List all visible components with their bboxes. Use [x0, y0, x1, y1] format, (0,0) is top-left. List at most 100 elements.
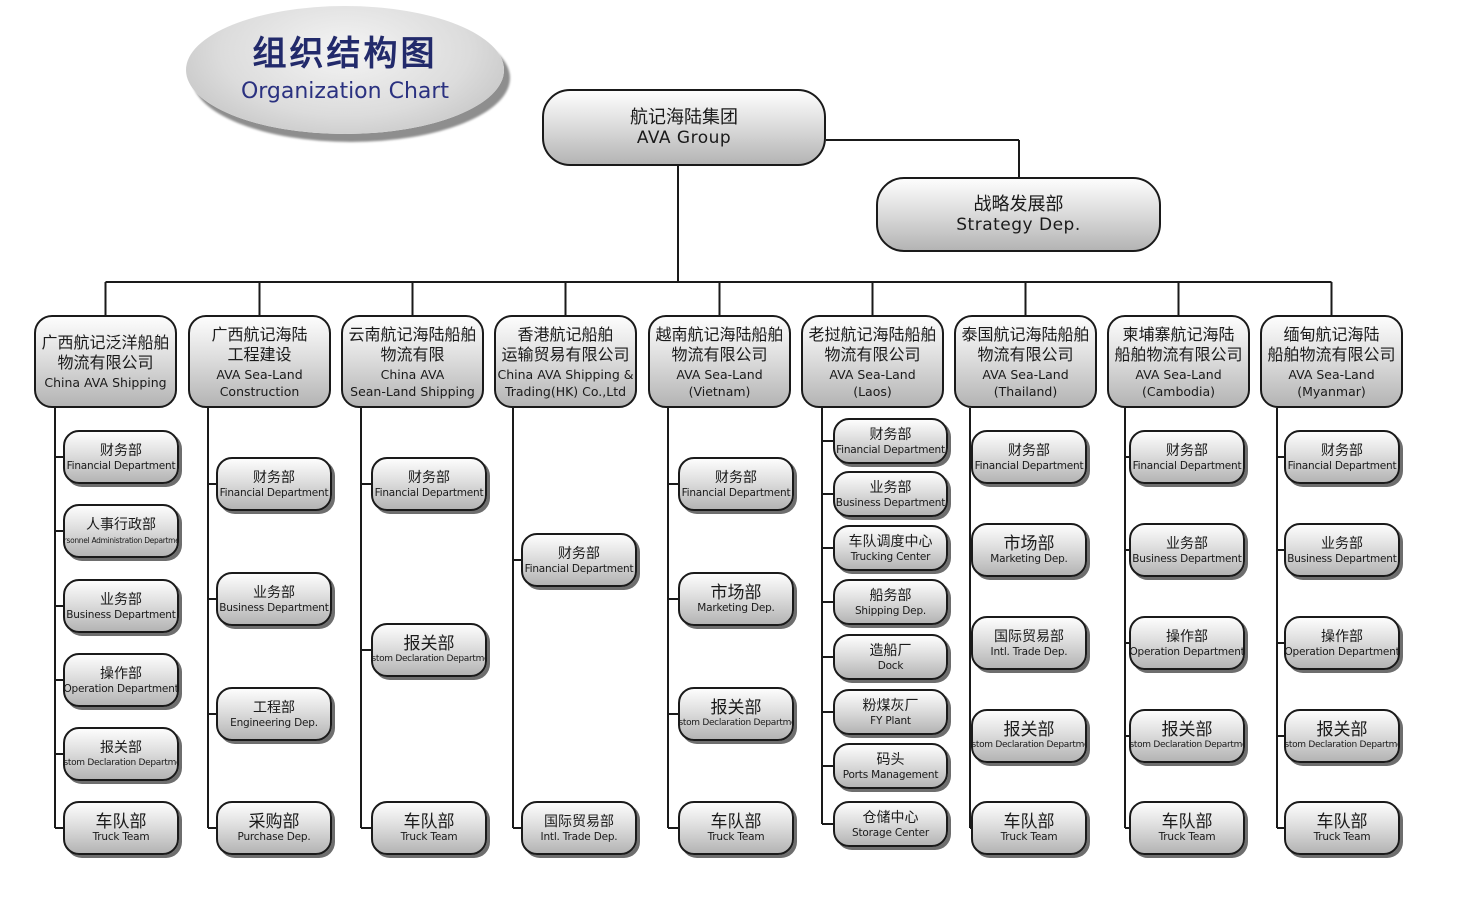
- company-name-en: Construction: [219, 383, 300, 399]
- dept-name-cn: 车队调度中心: [848, 533, 933, 550]
- root-node-en: AVA Group: [636, 127, 732, 148]
- company-name-en: China AVA: [380, 366, 445, 382]
- dept-name-cn: 报关部: [100, 739, 142, 756]
- dept-name-cn: 车队部: [1161, 811, 1213, 832]
- dept-name-en: Custom Declaration Department: [971, 739, 1085, 750]
- dept-name-cn: 财务部: [869, 426, 912, 443]
- dept-name-en: Intl. Trade Dep.: [540, 830, 618, 843]
- dept-name-cn: 业务部: [100, 591, 142, 608]
- dept-name-cn: 报关部: [403, 633, 455, 654]
- company-name-en: AVA Sea-Land: [676, 366, 763, 382]
- company-name-cn: 广西航记泛洋船舶: [41, 333, 170, 352]
- dept-name-cn: 业务部: [1166, 535, 1208, 552]
- dept-name-en: Operation Department: [1129, 645, 1245, 658]
- company-name-cn: 广西航记海陆: [211, 324, 308, 344]
- company-name-en: (Laos): [853, 383, 892, 399]
- dept-name-en: Financial Department: [836, 443, 945, 456]
- company-name-cn: 泰国航记海陆船舶: [961, 324, 1090, 344]
- company-name-cn: 缅甸航记海陆: [1283, 324, 1380, 344]
- dept-name-en: Business Department: [1287, 552, 1397, 565]
- dept-name-en: Business Department: [835, 496, 946, 509]
- company-name-cn: 云南航记海陆船舶: [348, 324, 477, 344]
- company-name-en: China AVA Shipping &: [497, 366, 634, 382]
- dept-name-en: Financial Department: [219, 486, 329, 499]
- dept-name-cn: 工程部: [253, 699, 295, 716]
- company-name-en: AVA Sea-Land: [216, 366, 303, 382]
- company-name-en: (Vietnam): [688, 383, 751, 399]
- dept-name-cn: 仓储中心: [862, 809, 919, 826]
- dept-name-en: FY Plant: [870, 714, 911, 727]
- company-name-cn: 物流有限公司: [671, 344, 768, 364]
- company-name-cn: 香港航记船舶: [517, 324, 614, 344]
- dept-name-en: Financial Department: [681, 486, 791, 499]
- dept-name-en: Truck Team: [1313, 830, 1371, 843]
- dept-name-en: Storage Center: [852, 826, 929, 839]
- dept-name-en: Financial Department: [1132, 459, 1242, 472]
- company-name-cn: 物流有限公司: [824, 344, 921, 364]
- company-name-en: China AVA Shipping: [44, 375, 167, 390]
- dept-name-cn: 财务部: [1008, 442, 1050, 459]
- company-name-en: (Cambodia): [1142, 383, 1215, 399]
- company-name-en: AVA Sea-Land: [829, 366, 916, 382]
- dept-name-cn: 业务部: [253, 584, 295, 601]
- dept-name-en: Operation Department: [1284, 645, 1400, 658]
- company-name-cn: 物流有限公司: [977, 344, 1074, 364]
- dept-name-cn: 造船厂: [869, 642, 912, 659]
- chart-title-en: Organization Chart: [240, 79, 450, 104]
- dept-name-en: Purchase Dep.: [237, 830, 311, 843]
- dept-name-en: Personnel Administration Department: [63, 535, 177, 545]
- dept-name-en: Truck Team: [1000, 830, 1058, 843]
- dept-name-en: Custom Declaration Department: [1129, 739, 1243, 750]
- dept-name-cn: 操作部: [1321, 628, 1363, 645]
- dept-name-en: Truck Team: [400, 830, 458, 843]
- dept-name-cn: 车队部: [710, 811, 762, 832]
- dept-name-en: Custom Declaration Department: [63, 757, 177, 768]
- dept-name-cn: 报关部: [1316, 719, 1368, 740]
- strategy-dept-cn: 战略发展部: [973, 193, 1064, 215]
- company-name-cn: 工程建设: [227, 344, 292, 364]
- dept-name-cn: 车队部: [1003, 811, 1055, 832]
- dept-custom-declaration-department: 报关部Custom Declaration Department: [678, 687, 794, 741]
- dept-name-cn: 操作部: [100, 665, 142, 682]
- dept-custom-declaration-department: 报关部Custom Declaration Department: [371, 623, 487, 677]
- strategy-dept-en: Strategy Dep.: [956, 214, 1081, 235]
- company-name-cn: 船舶物流有限公司: [1114, 344, 1243, 364]
- company-name-cn: 老挝航记海陆船舶: [808, 324, 937, 344]
- dept-name-en: Marketing Dep.: [990, 552, 1068, 565]
- company-name-en: Sean-Land Shipping: [350, 383, 475, 399]
- dept-name-en: Custom Declaration Department: [371, 653, 485, 664]
- company-name-en: (Myanmar): [1297, 383, 1366, 399]
- dept-name-en: Dock: [877, 659, 904, 672]
- dept-name-cn: 财务部: [1166, 442, 1208, 459]
- dept-name-cn: 船务部: [869, 587, 912, 604]
- dept-name-en: Custom Declaration Department: [1284, 739, 1398, 750]
- company-name-cn: 运输贸易有限公司: [501, 344, 630, 364]
- dept-name-cn: 报关部: [1161, 719, 1213, 740]
- dept-name-en: Financial Department: [974, 459, 1084, 472]
- dept-name-cn: 车队部: [95, 811, 147, 832]
- dept-name-cn: 国际贸易部: [994, 628, 1064, 645]
- dept-name-en: Truck Team: [1158, 830, 1216, 843]
